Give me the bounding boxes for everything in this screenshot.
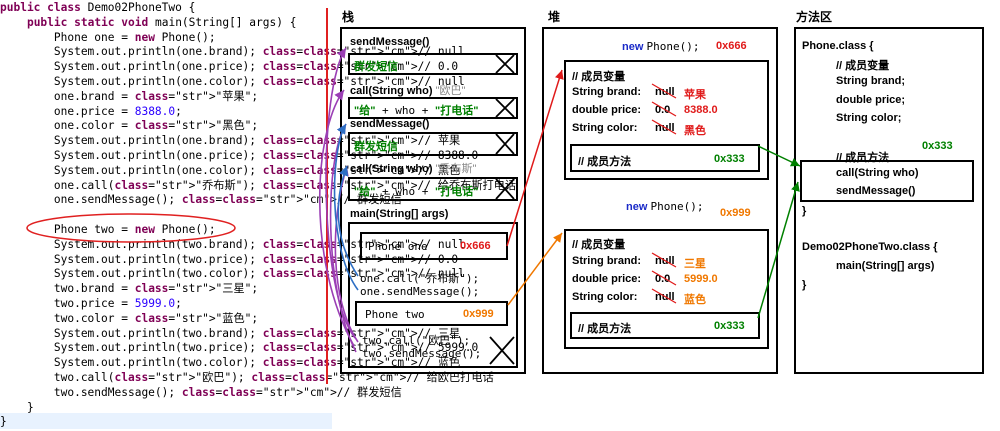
code-line: Phone one = new Phone();: [0, 30, 216, 44]
stack-area: [340, 27, 526, 374]
code-line: two.call(class="str">"欧巴"); class=class=…: [0, 371, 494, 384]
stack-frame-sendmessage2-title: sendMessage(): [350, 118, 430, 130]
code-line: System.out.println(two.color); class=cla…: [0, 356, 461, 370]
code-line: System.out.println(one.color); class=cla…: [0, 75, 465, 88]
call-arcs-blue: [333, 123, 359, 291]
pointer-two-arrow: [507, 232, 563, 306]
code-pane: public class Demo02PhoneTwo { public sta…: [0, 0, 516, 431]
code-line: System.out.println(two.color); class=cla…: [0, 267, 465, 281]
stack-one-sendmessage: one.sendMessage();: [360, 285, 480, 298]
heap-object-one: [564, 60, 769, 180]
stack-main-title: main(String[] args): [350, 208, 449, 220]
code-line: two.color = class="str">"蓝色";: [0, 311, 259, 325]
code-line: two.sendMessage(); class=class="str">"cm…: [0, 385, 402, 399]
code-line: System.out.println(one.brand); class=cla…: [0, 134, 461, 148]
stack-frame-call2-title: call(String who) "乔布斯": [350, 163, 477, 175]
cross-marks: [489, 54, 515, 365]
stack-frame-body: 群发短信: [354, 61, 398, 73]
method-ref-arrow-2: [757, 181, 800, 319]
code-line: System.out.println(one.brand); class=cla…: [0, 45, 465, 59]
code-line: public static void main(String[] args) {: [26, 15, 297, 29]
method-area: [794, 27, 984, 374]
code-line: System.out.println(one.price); class=cla…: [0, 60, 459, 74]
code-line: Phone two = new Phone();: [0, 223, 216, 236]
heap-title: 堆: [548, 10, 561, 24]
code-line: }: [0, 415, 7, 429]
code-line: }: [0, 400, 34, 414]
strike-marks: [651, 83, 677, 304]
stack-var-two: Phone two 0x999: [355, 301, 508, 326]
stack-two-sendmessage: two.sendMessage();: [362, 347, 482, 360]
stack-frame-call-jobs: "给" + who + "打电话": [348, 177, 518, 201]
stack-one-call: one.call("乔布斯");: [360, 272, 480, 285]
method-table: call(String who) sendMessage(): [800, 160, 974, 202]
heap-area: [542, 27, 778, 374]
code-line: public class Demo02PhoneTwo {: [0, 1, 196, 14]
stack-frame-main: [348, 222, 518, 368]
code-line: two.price = 5999.0;: [0, 297, 182, 310]
heap-object-two: [564, 229, 769, 349]
current-line-highlight: [0, 413, 332, 429]
code-line: one.price = 8388.0;: [0, 104, 182, 118]
demo-class-decl: Demo02PhoneTwo.class {: [802, 241, 938, 253]
stack-frame-call-oba: "给" + who + "打电话": [348, 97, 518, 119]
pointer-one-arrow: [506, 69, 564, 247]
code-line: one.brand = class="str">"苹果";: [0, 89, 259, 103]
method-area-title: 方法区: [796, 10, 833, 24]
heap-obj1-addr: 0x666: [716, 40, 747, 52]
stack-frame-sendmessage-title: sendMessage(): [350, 36, 430, 48]
heap-obj2-header: new Phone();: [626, 200, 704, 213]
code-line: one.call(class="str">"乔布斯"); class=class…: [0, 178, 517, 192]
heap-obj1-header: new Phone();: [622, 40, 700, 53]
phone-class-decl: Phone.class {: [802, 40, 874, 52]
stack-title: 栈: [342, 10, 355, 24]
stack-frame-sendmessage-top: 群发短信: [348, 53, 518, 75]
code-line: one.color = class="str">"黑色";: [0, 119, 259, 133]
stack-frame-call-title: call(String who) "欧巴": [350, 85, 466, 97]
method-ref-arrow-1: [757, 145, 801, 167]
heap-obj2-methods: // 成员方法 0x333: [570, 312, 760, 339]
stack-frame-sendmessage-2: 群发短信: [348, 132, 518, 156]
code-line: two.brand = class="str">"三星";: [0, 282, 259, 296]
method-area-addr: 0x333: [922, 140, 953, 152]
stack-two-call: two.call("欧巴");: [362, 334, 471, 347]
code-line: System.out.println(two.brand); class=cla…: [0, 326, 461, 340]
code-line: System.out.println(two.price); class=cla…: [0, 341, 479, 355]
code-line: System.out.println(one.color); class=cla…: [0, 163, 461, 177]
heap-obj1-methods: // 成员方法 0x333: [570, 144, 760, 172]
highlight-circle: [26, 213, 236, 243]
heap-obj2-addr: 0x999: [720, 207, 751, 219]
